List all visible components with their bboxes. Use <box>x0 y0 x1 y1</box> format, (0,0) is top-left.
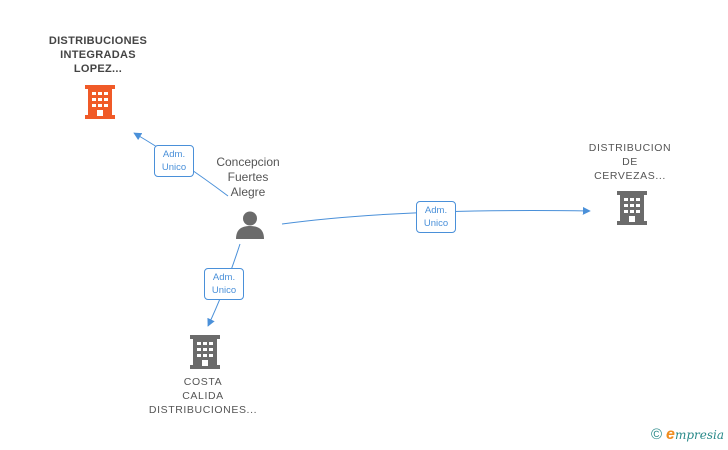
empresia-logo: ©empresia <box>651 426 724 444</box>
company-costa-label[interactable]: COSTA CALIDA DISTRIBUCIONES... <box>138 375 268 417</box>
edge-badge-lopez[interactable]: Adm. Unico <box>154 145 194 177</box>
company-cervezas-line-1: DISTRIBUCION <box>588 142 672 154</box>
badge-role-type: Unico <box>161 162 187 173</box>
person-line-2: Fuertes <box>227 170 269 184</box>
person-icon[interactable] <box>235 210 265 240</box>
person-line-1: Concepcion <box>216 155 280 169</box>
edge-badge-cervezas[interactable]: Adm. Unico <box>416 201 456 233</box>
building-icon[interactable] <box>84 85 116 119</box>
company-cervezas-label[interactable]: DISTRIBUCION DE CERVEZAS... <box>570 141 690 183</box>
edge-badge-costa[interactable]: Adm. Unico <box>204 268 244 300</box>
brand-name: mpresia <box>674 428 724 442</box>
company-lopez-label[interactable]: DISTRIBUCIONES INTEGRADAS LOPEZ... <box>28 34 168 76</box>
badge-role-type: Unico <box>423 218 449 229</box>
company-lopez-line-1: DISTRIBUCIONES <box>48 35 148 47</box>
building-icon[interactable] <box>616 191 648 225</box>
copyright-symbol: © <box>650 426 663 443</box>
brand-initial: e <box>666 426 675 443</box>
company-cervezas-line-2: DE <box>622 156 638 168</box>
badge-role: Adm. <box>162 149 186 160</box>
person-label[interactable]: Concepcion Fuertes Alegre <box>198 155 298 200</box>
company-costa-line-2: CALIDA <box>182 390 224 402</box>
person-line-3: Alegre <box>230 185 266 199</box>
badge-role: Adm. <box>212 272 236 283</box>
badge-role-type: Unico <box>211 285 237 296</box>
badge-role: Adm. <box>424 205 448 216</box>
company-cervezas-line-3: CERVEZAS... <box>594 170 666 182</box>
company-costa-line-1: COSTA <box>183 376 223 388</box>
company-lopez-line-2: INTEGRADAS <box>60 49 136 61</box>
company-lopez-line-3: LOPEZ... <box>73 63 123 75</box>
company-costa-line-3: DISTRIBUCIONES... <box>148 404 258 416</box>
building-icon[interactable] <box>189 335 221 369</box>
